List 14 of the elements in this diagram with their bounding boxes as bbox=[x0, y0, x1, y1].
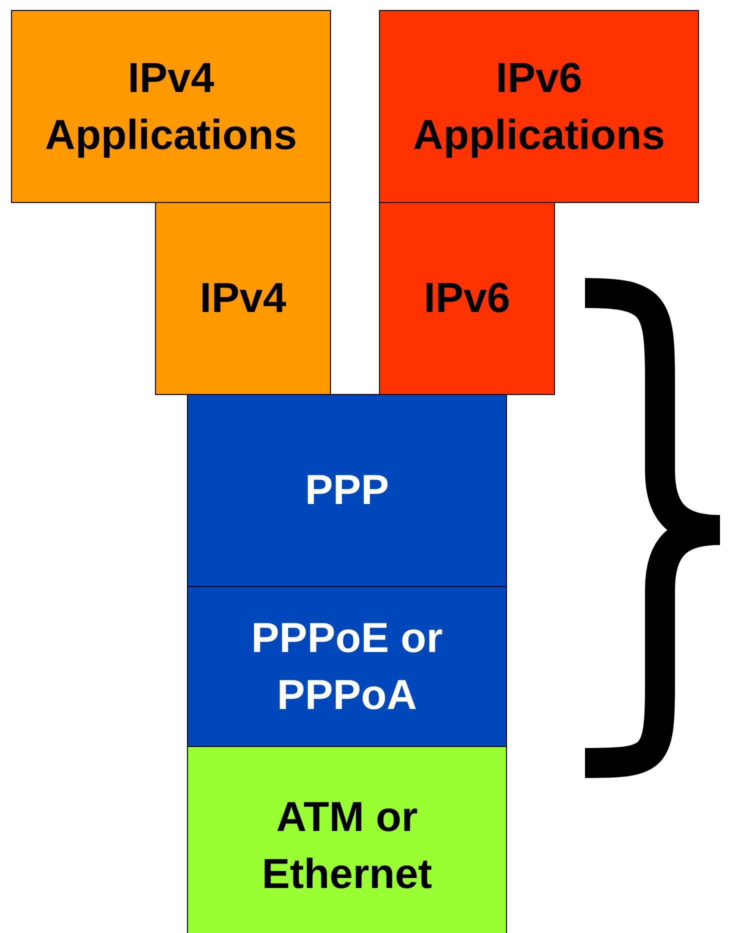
layer-label: PPP bbox=[304, 465, 390, 516]
layer-box bbox=[187, 586, 507, 747]
layer-label: IPv6 bbox=[424, 273, 510, 324]
layer-box bbox=[379, 202, 555, 395]
layer-box bbox=[187, 746, 507, 933]
layer-label: IPv4 Applications bbox=[44, 52, 298, 160]
layer-box bbox=[11, 10, 331, 203]
layer-box bbox=[187, 394, 507, 587]
layer-box bbox=[155, 202, 331, 395]
layer-label: ATM or Ethernet bbox=[260, 792, 434, 899]
layer-box bbox=[379, 10, 699, 203]
layer-label: PPPoE or PPPoA bbox=[250, 612, 444, 720]
layer-label: IPv6 Applications bbox=[412, 52, 666, 160]
layer-label: IPv4 bbox=[200, 273, 286, 324]
